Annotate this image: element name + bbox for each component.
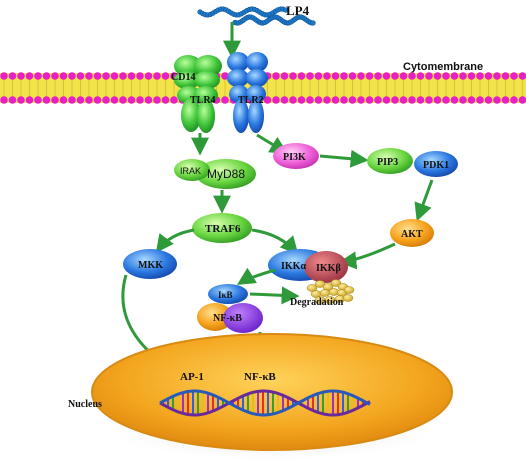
arrow-traf6-to-mkk: [155, 228, 195, 253]
ikkb-node: [304, 251, 348, 283]
pi3k-label: PI3K: [283, 152, 306, 163]
myd88-label: MyD88: [207, 167, 245, 181]
ikb-label: IκB: [218, 290, 233, 300]
tlr2-label: TLR2: [238, 95, 264, 106]
akt-label: AKT: [401, 229, 423, 240]
ikka-label: IKKα: [281, 261, 306, 272]
ikb-node: [208, 284, 248, 304]
lp4-molecule-chain: [197, 6, 316, 26]
mkk-node: [123, 249, 177, 279]
tlr2-receptor: [227, 52, 268, 133]
irak-label: IRAK: [180, 166, 201, 176]
nfkb-subunit-p65: [197, 303, 233, 331]
tlr4-receptor: [174, 55, 222, 133]
arrow-akt-to-ikk: [338, 242, 396, 270]
pi3k-node: [273, 143, 319, 169]
nucleus-label: Nucleus: [68, 399, 102, 410]
arrow-ikb-to-degradation: [249, 286, 300, 305]
degradation-label: Degradation: [290, 297, 344, 308]
akt-node: [390, 219, 434, 247]
pip3-label: PIP3: [377, 157, 398, 168]
degradation-particles: [306, 279, 355, 304]
arrow-pdk1-to-akt: [414, 179, 434, 222]
arrow-ikk-to-ikb: [236, 267, 276, 285]
mkk-label: MKK: [138, 260, 163, 271]
traf6-label: TRAF6: [205, 223, 241, 235]
irak-node: [174, 159, 210, 181]
nucleus-nfkb-label: NF-κB: [244, 371, 276, 383]
cytomembrane-label: Cytomembrane: [403, 61, 483, 73]
tlr4-label: TLR4: [190, 95, 216, 106]
lp4-label: LP4: [286, 3, 310, 18]
dna-helix: [159, 389, 371, 417]
myd88-node: [196, 159, 256, 189]
ikkb-label: IKKβ: [316, 263, 341, 274]
cd14-label: CD14: [171, 72, 195, 83]
arrow-traf6-to-ikk: [251, 228, 299, 255]
nfkb-label: NF-κB: [213, 313, 242, 324]
pdk1-node: [414, 151, 458, 177]
arrow-pi3k-to-pip3: [319, 149, 369, 168]
nfkb-subunit-p50: [223, 303, 263, 333]
pdk1-label: PDK1: [423, 160, 449, 171]
traf6-node: [192, 213, 252, 243]
ap1-label: AP-1: [180, 371, 204, 383]
pip3-node: [367, 148, 413, 174]
